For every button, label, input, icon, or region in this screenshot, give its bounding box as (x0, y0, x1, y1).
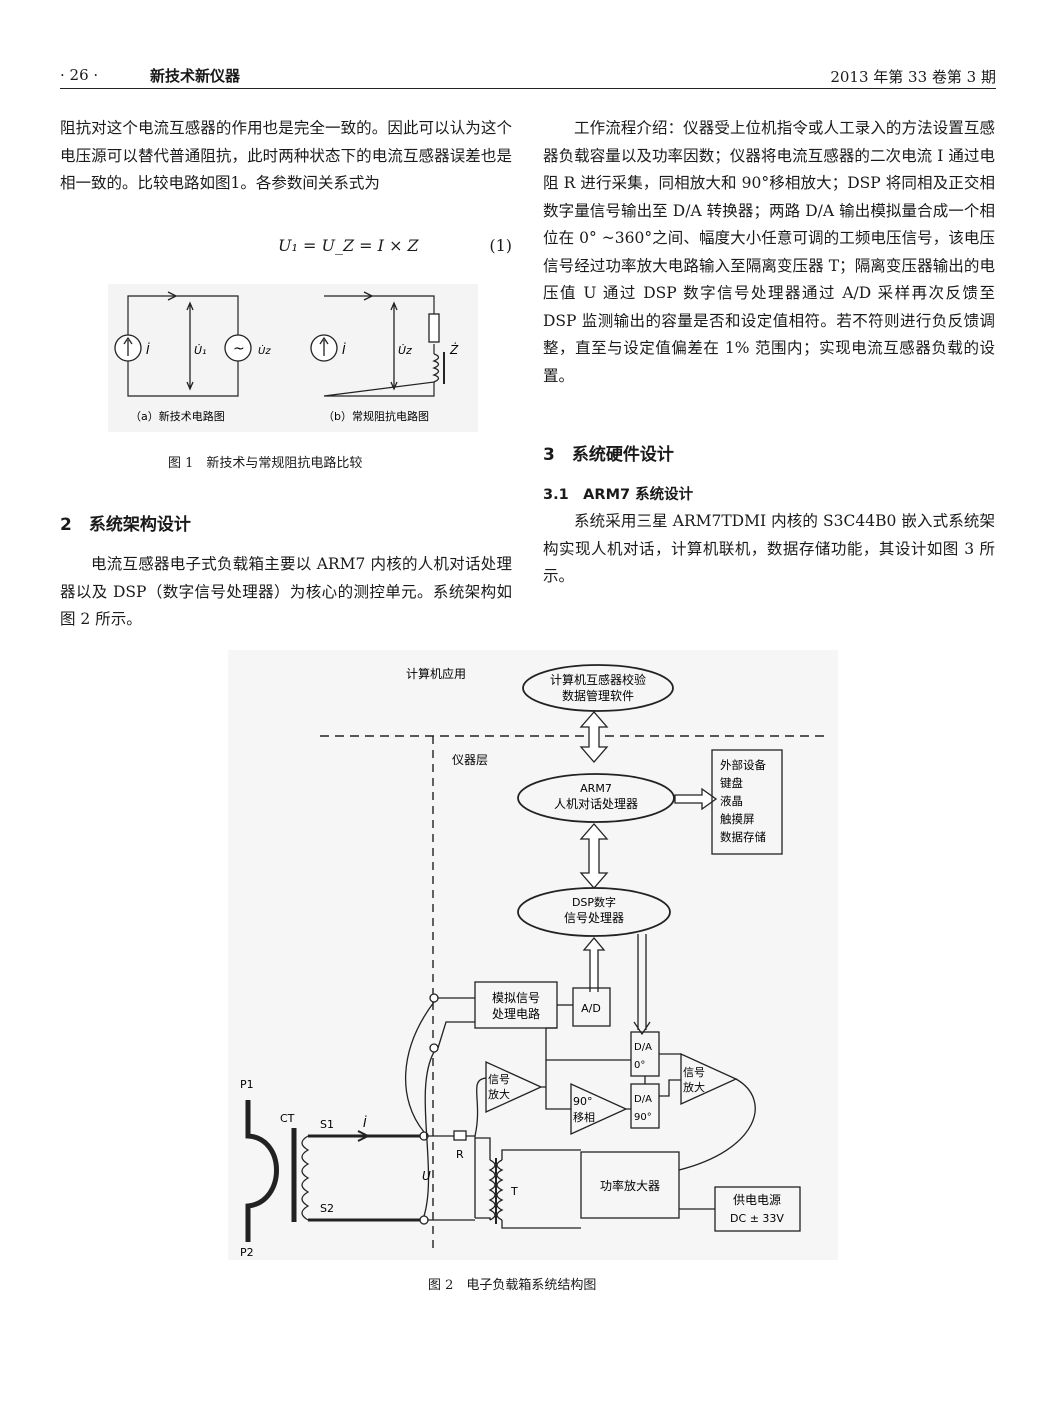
tap-2 (429, 1043, 439, 1053)
wire-r-amp (474, 1077, 487, 1137)
dsp-line1: DSP数字 (572, 895, 616, 909)
journal-section: 新技术新仪器 (150, 67, 241, 85)
page-number: · 26 · (60, 66, 99, 84)
arrow-ad-dsp (582, 936, 606, 992)
ct-secondary (301, 1135, 310, 1221)
resistor-r (453, 1130, 467, 1141)
current-label: İ (363, 1115, 367, 1130)
section-2-heading: 2 系统架构设计 (60, 515, 191, 535)
subsection-3-1-heading: 3.1 ARM7 系统设计 (543, 487, 694, 503)
computer-layer-label: 计算机应用 (406, 666, 466, 681)
s2-label: S2 (320, 1202, 334, 1215)
p2-label: P2 (240, 1246, 254, 1259)
transformer-primary (488, 1159, 496, 1221)
double-arrow-software-arm (579, 711, 609, 763)
double-arrow-arm-dsp (579, 823, 609, 889)
ct-label: CT (280, 1112, 295, 1125)
sigamp-line2: 放大 (683, 1080, 705, 1094)
equation-1: U₁ = U_Z = I × Z (1) (60, 236, 512, 262)
power-amp-box (580, 1151, 680, 1219)
arm-ellipse (517, 773, 675, 823)
equation-number: (1) (489, 236, 512, 255)
ad-box (572, 987, 611, 1027)
ext-item-3: 液晶 (720, 794, 743, 808)
tap-4 (419, 1215, 429, 1225)
software-ellipse (522, 664, 674, 712)
ext-item-5: 数据存储 (720, 830, 766, 844)
wire-transformer (475, 1137, 581, 1229)
fig1a-uz-label: U̇z (258, 344, 271, 357)
section-3-heading: 3 系统硬件设计 (543, 445, 674, 465)
figure-1: İ U̇₁ ~ U̇z （a）新技术电路图 İ U̇z Ż （b）常规阻抗电路图 (108, 284, 478, 432)
ext-item-4: 触摸屏 (720, 812, 755, 826)
ext-item-2: 键盘 (720, 776, 743, 790)
software-line1: 计算机互感器校验 (550, 672, 646, 687)
right-paragraph-1: 工作流程介绍：仪器受上位机指令或人工录入的方法设置互感器负载容量以及功率因数；仪… (543, 115, 995, 390)
analog-line1: 模拟信号 (492, 991, 540, 1005)
wire-taps (404, 997, 475, 1217)
fig1a-label: （a）新技术电路图 (130, 409, 225, 423)
figure-1-caption: 图 1 新技术与常规阻抗电路比较 (168, 456, 363, 471)
amp-line2: 放大 (488, 1087, 510, 1101)
equation-formula: U₁ = U_Z = I × Z (278, 236, 419, 255)
figure-2-caption: 图 2 电子负载箱系统结构图 (428, 1278, 597, 1293)
left-paragraph-2: 电流互感器电子式负载箱主要以 ARM7 内核的人机对话处理器以及 DSP（数字信… (60, 551, 512, 634)
right-paragraph-2: 系统采用三星 ARM7TDMI 内核的 S3C44B0 嵌入式系统架构实现人机对… (543, 508, 995, 591)
right-para1-text: 工作流程介绍：仪器受上位机指令或人工录入的方法设置互感器负载容量以及功率因数；仪… (543, 119, 995, 385)
psu-line2: DC ± 33V (730, 1212, 784, 1225)
wire-amp-da (541, 1059, 631, 1110)
ad-label: A/D (581, 1002, 601, 1015)
left-paragraph-1: 阻抗对这个电流互感器的作用也是完全一致的。因此可以认为这个电压源可以替代普通阻抗… (60, 115, 512, 198)
arm-line2: 人机对话处理器 (554, 797, 638, 811)
signal-amp-output (680, 1052, 738, 1106)
arrow-arm-ext (674, 787, 718, 811)
tap-1 (429, 993, 439, 1003)
circuit-a (114, 291, 252, 397)
p1-label: P1 (240, 1078, 254, 1091)
external-devices-box (711, 749, 783, 855)
transformer-secondary (496, 1159, 504, 1221)
s1-label: S1 (320, 1118, 334, 1131)
circuit-b (310, 291, 445, 397)
fig1b-current-label: İ (342, 342, 346, 357)
wire-amp-poweramp (678, 1078, 756, 1171)
left-para2-text: 电流互感器电子式负载箱主要以 ARM7 内核的人机对话处理器以及 DSP（数字信… (60, 555, 512, 628)
power-amp-label: 功率放大器 (600, 1178, 660, 1193)
shift-line1: 90° (573, 1095, 593, 1108)
voltage-label: U (422, 1169, 431, 1183)
wire-amp-analog (545, 1027, 557, 1060)
figure-2: 计算机应用 仪器层 计算机互感器校验 数据管理软件 ARM7 人机对话处理器 外… (228, 650, 838, 1260)
fig1b-label: （b）常规阻抗电路图 (323, 409, 429, 423)
running-header: · 26 · 新技术新仪器 2013 年第 33 卷第 3 期 (60, 64, 996, 89)
sigamp-line1: 信号 (683, 1066, 705, 1079)
amp-line1: 信号 (488, 1073, 510, 1086)
software-line2: 数据管理软件 (562, 688, 634, 703)
resistor-label: R (456, 1148, 464, 1161)
psu-line1: 供电电源 (733, 1193, 781, 1207)
fig1a-u1-label: U̇₁ (194, 344, 206, 357)
arm-line1: ARM7 (580, 782, 612, 795)
shift-line2: 移相 (573, 1111, 595, 1124)
arrow-dsp-da (633, 934, 651, 1036)
transformer-label: T (510, 1185, 518, 1198)
analog-line2: 处理电路 (492, 1006, 540, 1021)
ct-primary (245, 1100, 279, 1242)
da0-line2: 0° (634, 1060, 645, 1071)
da90-line1: D/A (634, 1094, 652, 1105)
fig1b-uz-label: U̇z (398, 344, 412, 357)
right-para2-text: 系统采用三星 ARM7TDMI 内核的 S3C44B0 嵌入式系统架构实现人机对… (543, 512, 995, 585)
fig1b-z-label: Ż (449, 342, 459, 357)
instrument-layer-label: 仪器层 (452, 753, 488, 767)
ext-item-1: 外部设备 (720, 758, 766, 772)
dsp-line2: 信号处理器 (564, 911, 624, 925)
signal-amp-input (485, 1060, 543, 1114)
da90-line2: 90° (634, 1112, 652, 1123)
left-para1-text: 阻抗对这个电流互感器的作用也是完全一致的。因此可以认为这个电压源可以替代普通阻抗… (60, 119, 512, 192)
fig1a-source-tilde: ~ (233, 341, 245, 357)
issue-info: 2013 年第 33 卷第 3 期 (830, 68, 996, 86)
da0-line1: D/A (634, 1042, 652, 1053)
wire-da-amp (659, 1053, 681, 1097)
current-arrow (357, 1130, 369, 1142)
fig1a-current-label: İ (146, 342, 150, 357)
